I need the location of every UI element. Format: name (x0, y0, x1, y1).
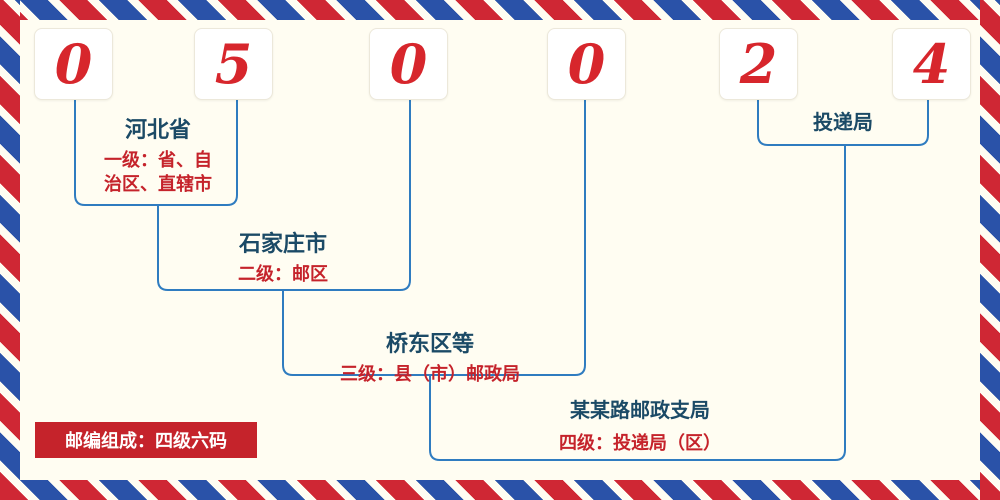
level1-name: 河北省 (124, 117, 191, 142)
composition-badge: 邮编组成：四级六码 (35, 422, 257, 458)
digit-box-1: 0 (34, 28, 113, 100)
digit-box-6: 4 (892, 28, 971, 100)
airmail-border-right (980, 0, 1000, 500)
level4-desc: 四级：投递局（区） (559, 433, 721, 453)
level1-label: 河北省 一级：省、自 治区、直辖市 (70, 112, 246, 197)
digit-box-2: 5 (194, 28, 273, 100)
level2-name: 石家庄市 (238, 231, 327, 256)
digit-6: 4 (912, 32, 951, 96)
level3-name: 桥东区等 (385, 331, 474, 356)
airmail-border-top (0, 0, 1000, 20)
level1-desc-line1: 一级：省、自 (104, 150, 212, 170)
delivery-office-name: 投递局 (813, 112, 873, 134)
level1-desc-line2: 治区、直辖市 (104, 174, 212, 195)
level4-name: 某某路邮政支局 (570, 400, 710, 422)
digit-1: 0 (54, 32, 93, 96)
digit-box-3: 0 (369, 28, 448, 100)
level2-label: 石家庄市 二级：邮区 (178, 226, 388, 286)
digit-5: 2 (739, 32, 778, 96)
digit-2: 5 (214, 32, 253, 96)
digit-4: 0 (567, 32, 606, 96)
delivery-office-label: 投递局 (763, 106, 923, 139)
digit-3: 0 (389, 32, 428, 96)
level3-label: 桥东区等 三级：县（市）邮政局 (295, 326, 565, 386)
level3-desc: 三级：县（市）邮政局 (340, 364, 520, 384)
level2-desc: 二级：邮区 (238, 264, 328, 284)
level4-label: 某某路邮政支局 四级：投递局（区） (500, 394, 780, 455)
airmail-border-left (0, 0, 20, 500)
digit-box-4: 0 (547, 28, 626, 100)
digit-box-5: 2 (719, 28, 798, 100)
airmail-border-bottom (0, 480, 1000, 500)
